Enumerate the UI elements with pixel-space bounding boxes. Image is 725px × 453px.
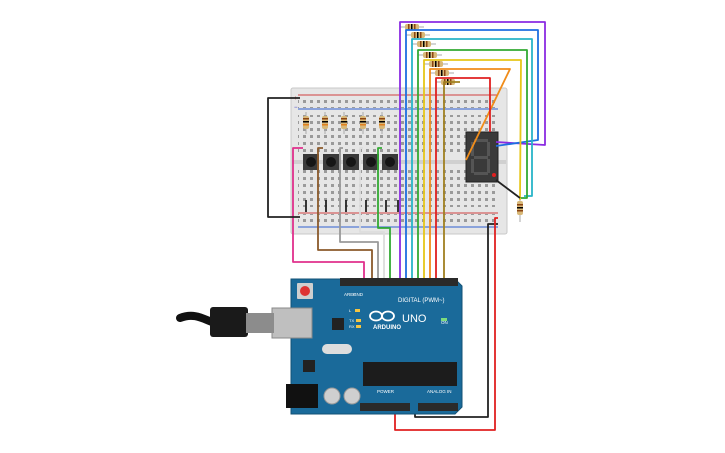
center-channel <box>292 160 506 164</box>
l-led <box>355 309 360 312</box>
rail-plus-label-top: + <box>294 96 298 102</box>
usb-chip <box>332 318 344 330</box>
resistor[interactable] <box>341 112 347 134</box>
usb-cable <box>176 307 274 337</box>
usb-plug-metal <box>246 313 274 333</box>
rail-minus-label-top: − <box>294 105 298 111</box>
analog-header <box>418 403 458 411</box>
barrel-jack[interactable] <box>286 384 318 408</box>
digital-header-label: DIGITAL (PWM~) <box>398 298 445 304</box>
wire-black-pins[interactable] <box>305 200 399 212</box>
resistor[interactable] <box>303 112 309 134</box>
model-label: UNO <box>402 313 427 325</box>
pushbutton[interactable] <box>323 154 339 170</box>
resistor[interactable] <box>322 112 328 134</box>
wire-purple[interactable] <box>399 21 546 280</box>
capacitor <box>323 387 341 405</box>
wire-black-gnd[interactable] <box>414 223 498 418</box>
top-power-rail <box>298 96 498 108</box>
wire-black-disp[interactable] <box>495 179 521 199</box>
pushbutton[interactable] <box>382 154 398 170</box>
rx-label: RX <box>349 324 355 329</box>
wire-yellow[interactable] <box>423 59 522 280</box>
decimal-point-led <box>492 173 496 177</box>
wire-red-seg[interactable] <box>435 77 491 280</box>
atmega-chip <box>363 362 457 386</box>
wire-pink[interactable] <box>292 147 365 280</box>
brand-label: ARDUINO <box>373 325 401 331</box>
usb-plug-body <box>210 307 248 337</box>
bottom-power-rail <box>298 214 498 226</box>
wire-green-btn[interactable] <box>377 147 391 280</box>
power-header <box>360 403 410 411</box>
tx-label: TX <box>349 318 354 323</box>
on-led <box>441 318 447 321</box>
wire-gray[interactable] <box>339 147 379 280</box>
wire-white[interactable] <box>359 147 385 280</box>
resistor[interactable] <box>406 32 430 38</box>
rx-led <box>356 325 361 328</box>
pushbutton[interactable] <box>363 154 379 170</box>
wire-olive[interactable] <box>443 81 460 280</box>
wires <box>267 21 546 431</box>
resistor[interactable] <box>379 112 385 134</box>
resistor[interactable] <box>360 112 366 134</box>
wire-blue[interactable] <box>405 29 539 280</box>
arduino-uno-board: DIGITAL (PWM~) AREF GND ARDUINO UNO ON T… <box>271 278 463 415</box>
wire-red-5v[interactable] <box>394 217 498 431</box>
resistor[interactable] <box>418 52 442 58</box>
pushbutton[interactable] <box>303 154 319 170</box>
pushbutton[interactable] <box>343 154 359 170</box>
l-led-label: L <box>349 308 352 313</box>
power-label: POWER <box>377 389 395 394</box>
resistor[interactable] <box>424 61 448 67</box>
wire-orange[interactable] <box>429 68 511 280</box>
resistor[interactable] <box>430 70 454 76</box>
wire-black-left[interactable] <box>267 97 300 218</box>
terminal-strip-top <box>298 115 498 152</box>
seven-segment-display[interactable] <box>465 131 499 183</box>
gnd-header-label: GND <box>353 292 364 297</box>
usb-port[interactable] <box>271 307 313 339</box>
wire-brown[interactable] <box>317 147 373 280</box>
segment-digit <box>471 139 490 175</box>
arduino-logo: ARDUINO <box>369 310 401 331</box>
on-label: ON <box>441 320 448 325</box>
aref-label: AREF <box>344 292 356 297</box>
analog-label: ANALOG IN <box>427 389 452 394</box>
resistor[interactable] <box>400 24 424 30</box>
digital-header <box>340 278 458 286</box>
resistor[interactable] <box>517 196 523 222</box>
pushbuttons <box>303 154 398 170</box>
regulator <box>303 360 315 372</box>
wire-cyan[interactable] <box>411 38 533 280</box>
capacitor <box>343 387 361 405</box>
tx-led <box>356 319 361 322</box>
pulldown-resistors <box>303 112 385 134</box>
wire-green[interactable] <box>417 49 528 280</box>
resistor[interactable] <box>412 41 436 47</box>
reset-button[interactable] <box>297 283 313 299</box>
crystal <box>322 344 352 354</box>
